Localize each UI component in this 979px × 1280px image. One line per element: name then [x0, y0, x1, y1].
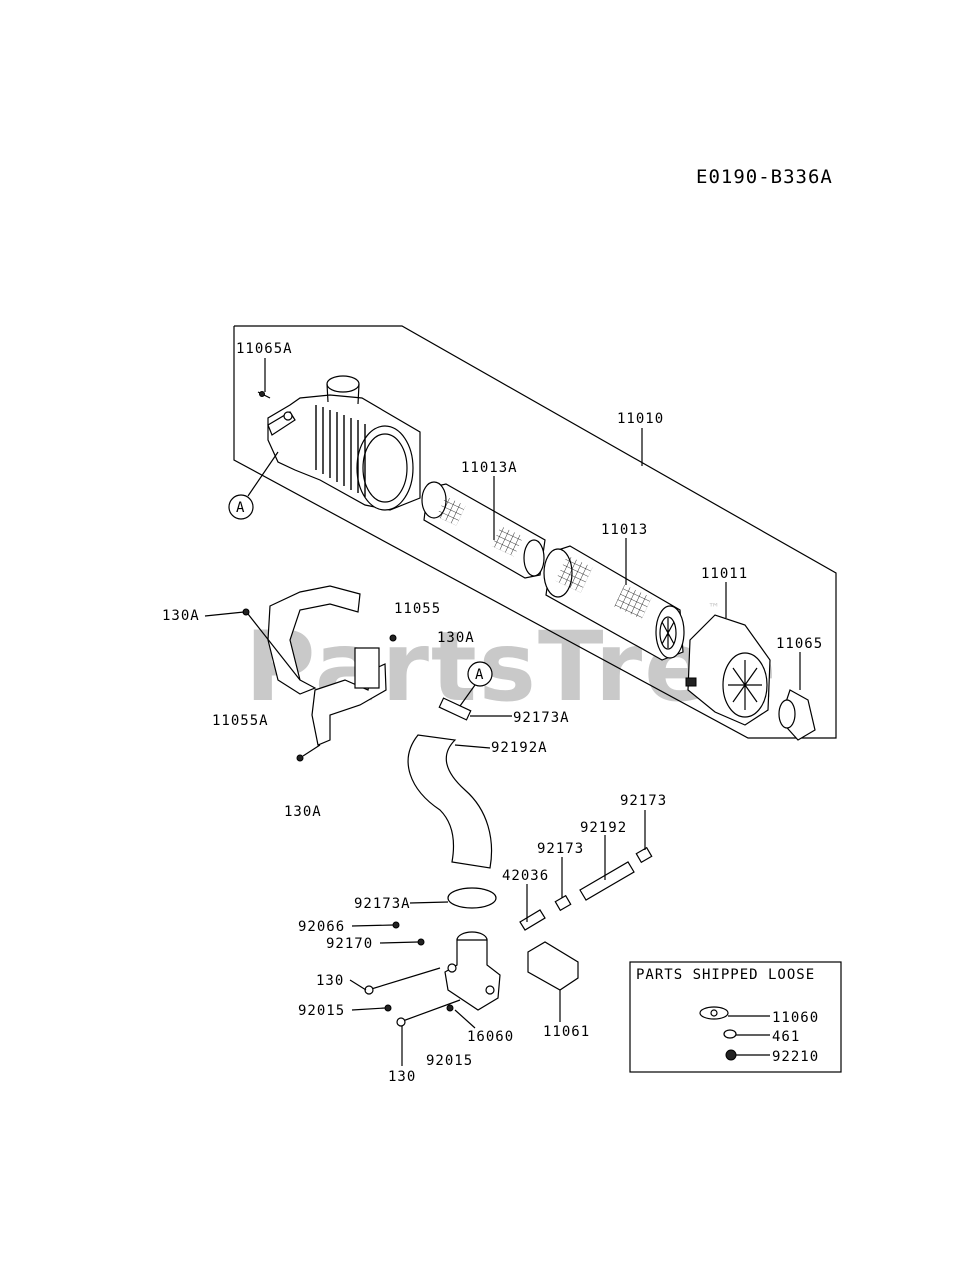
callout-11013: 11013: [601, 522, 648, 538]
callout-11065A: 11065A: [236, 341, 293, 357]
loose-item-461: 461: [772, 1029, 800, 1045]
loose-item-92210: 92210: [772, 1049, 819, 1065]
parts-shipped-loose-box: PARTS SHIPPED LOOSE 11060 461 92210: [629, 961, 842, 1073]
intake-manifold: [444, 931, 501, 1011]
callout-92173-2: 92173: [537, 841, 584, 857]
callout-11055: 11055: [394, 601, 441, 617]
callout-11061: 11061: [543, 1024, 590, 1040]
callout-130A-3: 130A: [284, 804, 322, 820]
callout-92192A: 92192A: [491, 740, 548, 756]
callout-11011: 11011: [701, 566, 748, 582]
mounting-band: [242, 585, 397, 762]
callout-92192: 92192: [580, 820, 627, 836]
callout-92173A-2: 92173A: [354, 896, 411, 912]
svg-text:™: ™: [708, 601, 720, 615]
callout-42036: 42036: [502, 868, 549, 884]
air-cleaner-cover: [685, 614, 771, 726]
ref-marker-a-upper: A: [228, 451, 279, 520]
callout-92170: 92170: [326, 936, 373, 952]
callout-92173A-1: 92173A: [513, 710, 570, 726]
callout-92015-2: 92015: [426, 1053, 473, 1069]
elbow-hose: [407, 734, 493, 869]
air-cleaner-housing: [257, 375, 421, 511]
leader-lines: [204, 358, 801, 1066]
svg-text:A: A: [236, 500, 245, 516]
assembly-outline: [233, 325, 837, 739]
inner-filter-element: [421, 481, 546, 579]
callout-11010: 11010: [617, 411, 664, 427]
callout-11013A: 11013A: [461, 460, 518, 476]
manifold-gasket: [527, 941, 579, 991]
loose-box-title: PARTS SHIPPED LOOSE: [636, 967, 815, 983]
callout-130A-2: 130A: [437, 630, 475, 646]
callout-11065: 11065: [776, 636, 823, 652]
ref-marker-a-lower: A: [459, 661, 493, 707]
callout-11055A: 11055A: [212, 713, 269, 729]
callout-labels: 11065A 11010 11013A 11013 11011 11065 13…: [162, 341, 823, 1085]
hose-clamp-lower: [447, 887, 497, 909]
callout-130A-1: 130A: [162, 608, 200, 624]
callout-92015-1: 92015: [298, 1003, 345, 1019]
callout-130-2: 130: [388, 1069, 416, 1085]
loose-item-11060: 11060: [772, 1010, 819, 1026]
callout-92173-1: 92173: [620, 793, 667, 809]
evacuator-valve: [778, 689, 816, 741]
callout-130-1: 130: [316, 973, 344, 989]
hose-clamp-upper: [438, 697, 472, 721]
callout-16060: 16060: [467, 1029, 514, 1045]
callout-92066: 92066: [298, 919, 345, 935]
svg-text:A: A: [475, 667, 484, 683]
diagram-code: E0190-B336A: [696, 166, 833, 188]
outer-filter-element: [543, 545, 685, 661]
